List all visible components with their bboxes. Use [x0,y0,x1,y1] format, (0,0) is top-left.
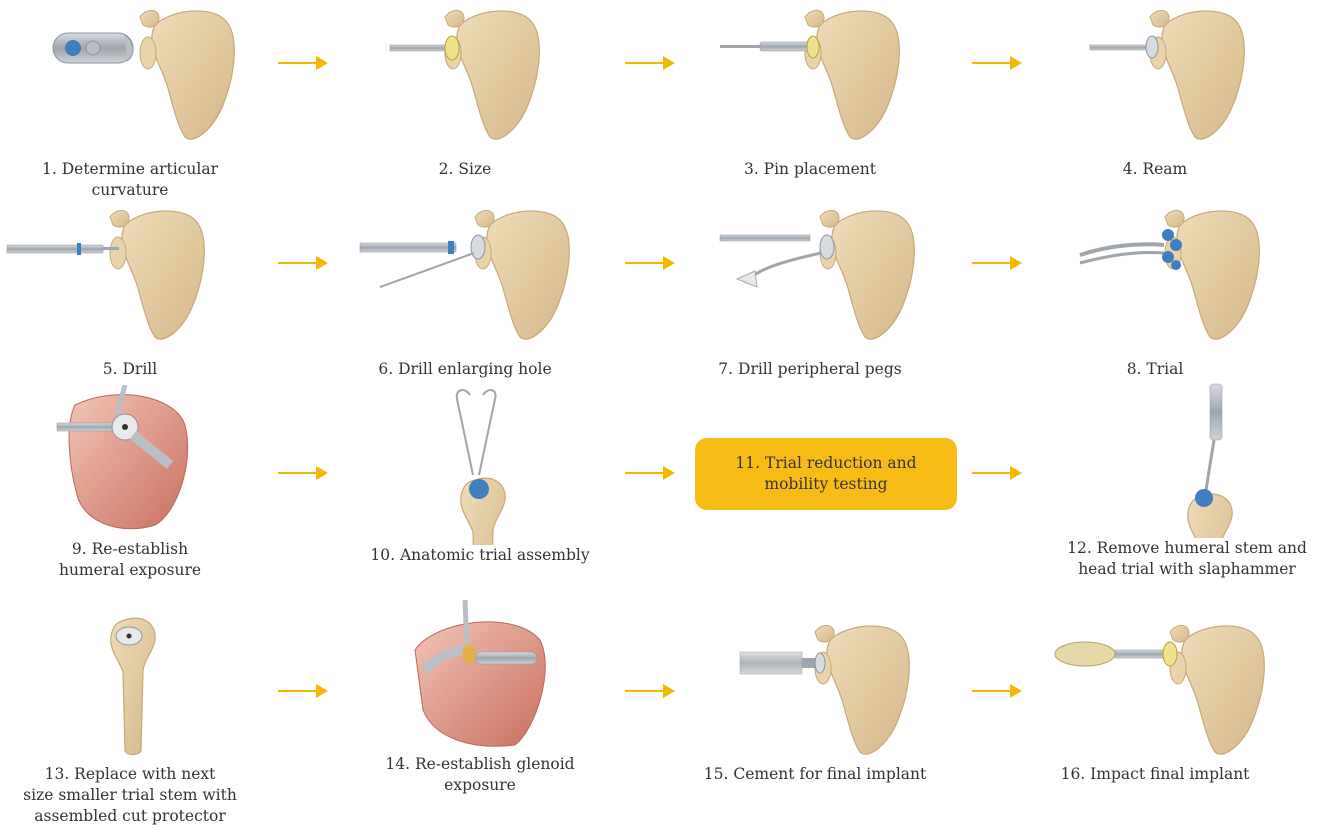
step-9: 9. Re-establish humeral exposure [5,385,255,581]
arrow-right-icon [972,256,1022,270]
step-4: 4. Ream [1030,5,1280,180]
arrow-right-icon [972,56,1022,70]
step-16: 16. Impact final implant [1030,610,1280,785]
step-15: 15. Cement for final implant [690,610,940,785]
step-8: 8. Trial [1030,205,1280,380]
trial-illustration [1030,205,1280,355]
humeral-exposure-illustration [5,385,255,535]
step-caption: 9. Re-establish humeral exposure [5,539,255,581]
drill-enlarging-hole-illustration [340,205,590,355]
step-caption: 12. Remove humeral stem and head trial w… [1062,538,1312,580]
step-caption: 14. Re-establish glenoid exposure [355,754,605,796]
cement-syringe-illustration [690,610,940,760]
arrow-right-icon [625,256,675,270]
ream-illustration [1030,5,1280,155]
arrow-right-icon [625,56,675,70]
step-2: 2. Size [340,5,590,180]
arrow-right-icon [972,684,1022,698]
drill-illustration [5,205,255,355]
step-5: 5. Drill [5,205,255,380]
anatomic-trial-assembly-illustration [355,385,605,535]
step-14: 14. Re-establish glenoid exposure [355,600,605,796]
arrow-right-icon [278,256,328,270]
arrow-right-icon [972,466,1022,480]
arrow-right-icon [625,466,675,480]
arrow-right-icon [278,466,328,480]
step-caption: 8. Trial [1030,359,1280,380]
arrow-right-icon [278,684,328,698]
cut-protector-illustration [5,610,255,760]
step-caption: 13. Replace with next size smaller trial… [5,764,255,827]
step-caption: 4. Ream [1030,159,1280,180]
pin-placement-illustration [685,5,935,155]
step-caption: 7. Drill peripheral pegs [685,359,935,380]
impact-implant-illustration [1030,610,1280,760]
step-3: 3. Pin placement [685,5,935,180]
step-1: 1. Determine articular curvature [5,5,255,201]
step-caption: 5. Drill [5,359,255,380]
highlighted-step-11: 11. Trial reduction and mobility testing [695,438,957,510]
step-caption: 16. Impact final implant [1030,764,1280,785]
step-caption: 6. Drill enlarging hole [340,359,590,380]
step-caption: 2. Size [340,159,590,180]
arrow-right-icon [278,56,328,70]
slaphammer-illustration [1062,378,1312,528]
step-10: 10. Anatomic trial assembly [355,385,605,566]
glenoid-exposure-illustration [355,600,605,750]
articular-curvature-illustration [5,5,255,155]
step-12: 12. Remove humeral stem and head trial w… [1062,378,1312,580]
step-6: 6. Drill enlarging hole [340,205,590,380]
drill-peripheral-pegs-illustration [685,205,935,355]
step-caption: 1. Determine articular curvature [5,159,255,201]
size-illustration [340,5,590,155]
step-caption: 15. Cement for final implant [690,764,940,785]
step-7: 7. Drill peripheral pegs [685,205,935,380]
step-caption: 3. Pin placement [685,159,935,180]
step-caption: 10. Anatomic trial assembly [355,545,605,566]
step-13: 13. Replace with next size smaller trial… [5,610,255,827]
arrow-right-icon [625,684,675,698]
